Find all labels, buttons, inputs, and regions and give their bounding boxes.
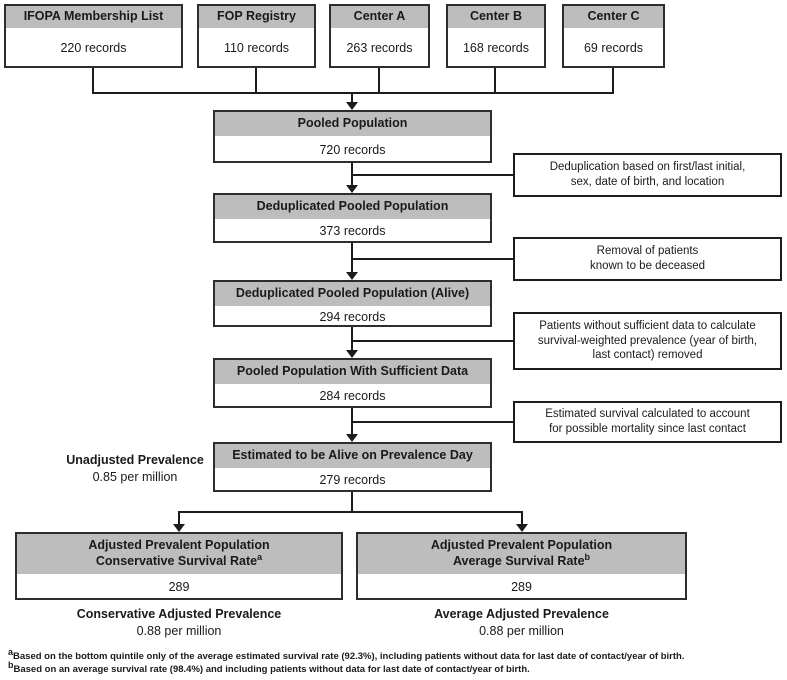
pipeline-box-records: 720 records bbox=[319, 142, 386, 157]
source-box-records: 220 records bbox=[60, 41, 127, 55]
conservative-adjusted-prevalence-label: Conservative Adjusted Prevalence 0.88 pe… bbox=[15, 606, 343, 640]
adjusted-box-value: 289 bbox=[168, 580, 190, 594]
connector-split bbox=[178, 511, 523, 513]
label-title: Average Adjusted Prevalence bbox=[434, 607, 609, 621]
arrow-down-icon bbox=[346, 434, 358, 442]
connector-line bbox=[92, 68, 94, 94]
connector-branch bbox=[352, 421, 513, 423]
adjusted-box-title-line1: Adjusted Prevalent Population bbox=[88, 538, 270, 553]
pipeline-box-deduplicated-alive: Deduplicated Pooled Population (Alive) 2… bbox=[213, 280, 492, 327]
footnote-b: bBased on an average survival rate (98.4… bbox=[8, 660, 530, 676]
pipeline-box-deduplicated: Deduplicated Pooled Population 373 recor… bbox=[213, 193, 492, 243]
note-deduplication: Deduplication based on first/last initia… bbox=[513, 153, 782, 197]
connector-bus bbox=[92, 92, 614, 94]
note-line: for possible mortality since last contac… bbox=[549, 423, 746, 435]
connector-branch bbox=[352, 174, 513, 176]
arrow-down-icon bbox=[173, 524, 185, 532]
source-box-title: IFOPA Membership List bbox=[6, 6, 181, 30]
source-box-fop-registry: FOP Registry 110 records bbox=[197, 4, 316, 68]
source-box-title: Center B bbox=[448, 6, 544, 30]
source-box-ifopa: IFOPA Membership List 220 records bbox=[4, 4, 183, 68]
adjusted-box-average: Adjusted Prevalent Population Average Su… bbox=[356, 532, 687, 600]
source-box-center-b: Center B 168 records bbox=[446, 4, 546, 68]
pipeline-box-records: 279 records bbox=[319, 473, 386, 487]
pipeline-box-title: Deduplicated Pooled Population (Alive) bbox=[215, 282, 490, 308]
label-value: 0.88 per million bbox=[479, 623, 564, 638]
pipeline-box-title: Estimated to be Alive on Prevalence Day bbox=[215, 444, 490, 470]
pipeline-box-title: Deduplicated Pooled Population bbox=[215, 195, 490, 221]
note-deceased-removal: Removal of patients known to be deceased bbox=[513, 237, 782, 281]
adjusted-box-title: Adjusted Prevalent Population Conservati… bbox=[17, 534, 341, 576]
source-box-title: Center C bbox=[564, 6, 663, 30]
source-box-center-a: Center A 263 records bbox=[329, 4, 430, 68]
note-line: known to be deceased bbox=[589, 260, 706, 272]
note-line: sex, date of birth, and location bbox=[570, 176, 725, 188]
label-value: 0.88 per million bbox=[136, 623, 222, 638]
pipeline-box-title: Pooled Population bbox=[215, 112, 490, 138]
connector-line bbox=[351, 327, 353, 351]
connector-line bbox=[255, 68, 257, 94]
adjusted-box-conservative: Adjusted Prevalent Population Conservati… bbox=[15, 532, 343, 600]
source-box-records: 69 records bbox=[583, 41, 644, 55]
connector-line bbox=[521, 511, 523, 525]
connector-branch bbox=[352, 258, 513, 260]
source-box-title: FOP Registry bbox=[199, 6, 314, 30]
adjusted-box-title-line2: Average Survival Rateb bbox=[452, 551, 591, 568]
note-line: Removal of patients bbox=[596, 245, 699, 258]
connector-line bbox=[351, 92, 353, 103]
pipeline-box-pooled: Pooled Population 720 records bbox=[213, 110, 492, 163]
label-title: Conservative Adjusted Prevalence bbox=[76, 607, 282, 621]
note-line: survival-weighted prevalence (year of bi… bbox=[537, 334, 758, 347]
arrow-down-icon bbox=[346, 350, 358, 358]
pipeline-box-records: 373 records bbox=[319, 224, 386, 238]
note-estimated-survival: Estimated survival calculated to account… bbox=[513, 401, 782, 443]
footnote-marker: b bbox=[584, 551, 591, 562]
pipeline-box-sufficient-data: Pooled Population With Sufficient Data 2… bbox=[213, 358, 492, 408]
connector-line bbox=[351, 492, 353, 513]
arrow-down-icon bbox=[346, 272, 358, 280]
connector-line bbox=[494, 68, 496, 94]
note-insufficient-data: Patients without sufficient data to calc… bbox=[513, 312, 782, 370]
note-line: Estimated survival calculated to account bbox=[545, 408, 750, 421]
source-box-records: 168 records bbox=[462, 41, 529, 55]
unadjusted-prevalence-label: Unadjusted Prevalence 0.85 per million bbox=[35, 452, 235, 486]
adjusted-box-title-line1: Adjusted Prevalent Population bbox=[430, 538, 613, 553]
source-box-center-c: Center C 69 records bbox=[562, 4, 665, 68]
connector-line bbox=[612, 68, 614, 94]
connector-line bbox=[378, 68, 380, 94]
pipeline-box-title: Pooled Population With Sufficient Data bbox=[215, 360, 490, 386]
adjusted-box-title: Adjusted Prevalent Population Average Su… bbox=[358, 534, 685, 576]
connector-line bbox=[178, 511, 180, 525]
note-line: Patients without sufficient data to calc… bbox=[539, 319, 756, 332]
adjusted-box-title-line2: Conservative Survival Ratea bbox=[95, 551, 263, 568]
footnote-a: aBased on the bottom quintile only of th… bbox=[8, 646, 685, 662]
adjusted-box-value: 289 bbox=[511, 580, 532, 594]
arrow-down-icon bbox=[346, 185, 358, 193]
footnotes: aBased on the bottom quintile only of th… bbox=[8, 646, 783, 677]
unadjusted-prevalence-value: 0.85 per million bbox=[92, 469, 178, 484]
pipeline-box-alive-prevalence-day: Estimated to be Alive on Prevalence Day … bbox=[213, 442, 492, 492]
source-box-title: Center A bbox=[331, 6, 428, 30]
source-box-records: 110 records bbox=[223, 41, 290, 55]
arrow-down-icon bbox=[346, 102, 358, 110]
note-line: last contact) removed bbox=[592, 349, 703, 362]
unadjusted-prevalence-title: Unadjusted Prevalence bbox=[66, 453, 204, 467]
pipeline-box-records: 284 records bbox=[319, 389, 386, 403]
connector-branch bbox=[352, 340, 513, 342]
arrow-down-icon bbox=[516, 524, 528, 532]
source-box-records: 263 records bbox=[346, 41, 413, 55]
pipeline-box-records: 294 records bbox=[319, 309, 386, 324]
average-adjusted-prevalence-label: Average Adjusted Prevalence 0.88 per mil… bbox=[356, 606, 687, 640]
note-line: Deduplication based on first/last initia… bbox=[549, 161, 746, 174]
footnote-marker: a bbox=[257, 551, 263, 562]
